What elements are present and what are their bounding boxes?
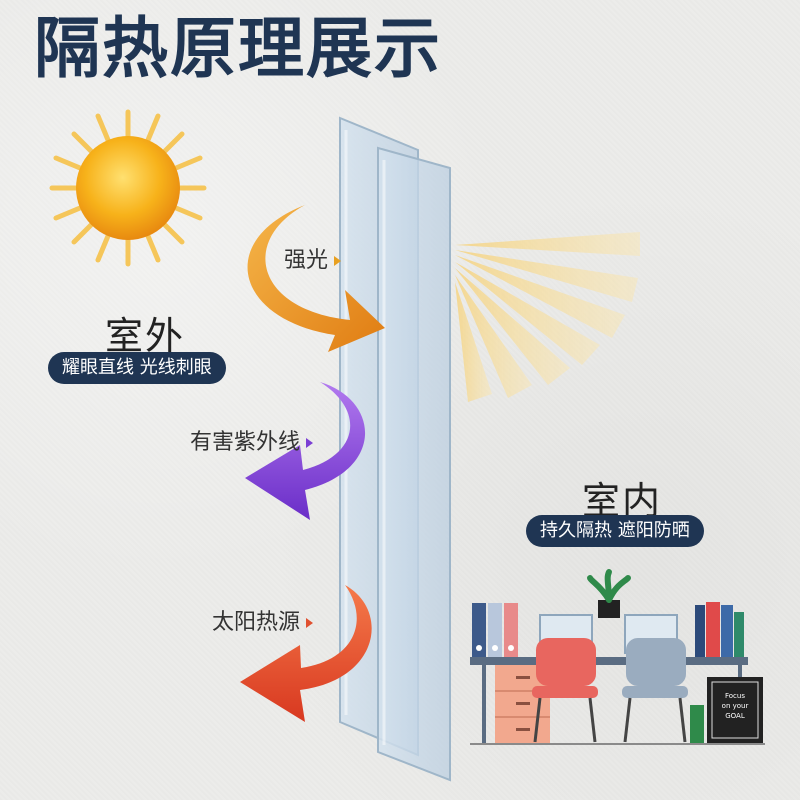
inside-badge: 持久隔热 遮阳防晒 [526, 515, 704, 547]
poster [707, 677, 763, 743]
plant-pot [598, 600, 620, 618]
grey-chair [622, 638, 688, 743]
pointer-icon [306, 438, 314, 448]
office-scene: Focus on your GOAL [470, 569, 765, 745]
glass-panes [339, 116, 451, 782]
strong-light-arrow [247, 205, 385, 352]
red-chair [532, 638, 598, 743]
desk-top [470, 657, 748, 665]
heat-arrow [240, 585, 372, 722]
binder [504, 603, 518, 658]
plant [587, 569, 631, 603]
poster-line: Focus [725, 692, 745, 700]
uv-arrow [245, 382, 366, 520]
strong-light-label: 强光 [284, 242, 342, 274]
poster-line: GOAL [725, 712, 745, 720]
light-beams [455, 232, 640, 402]
sun-icon [49, 109, 207, 267]
uv-label: 有害紫外线 [190, 424, 314, 456]
pointer-icon [334, 256, 342, 266]
binder [472, 603, 486, 658]
uv-text: 有害紫外线 [190, 430, 301, 455]
trash-can [690, 705, 704, 743]
pointer-icon [306, 618, 314, 628]
heat-text: 太阳热源 [212, 610, 301, 635]
binder [488, 603, 502, 658]
heat-label: 太阳热源 [212, 604, 314, 636]
outside-label: 室外 [105, 314, 186, 358]
page-title: 隔热原理展示 [34, 10, 442, 87]
outside-badge: 耀眼直线 光线刺眼 [48, 352, 226, 384]
strong-light-text: 强光 [284, 248, 329, 273]
poster-line: on your [722, 702, 749, 710]
